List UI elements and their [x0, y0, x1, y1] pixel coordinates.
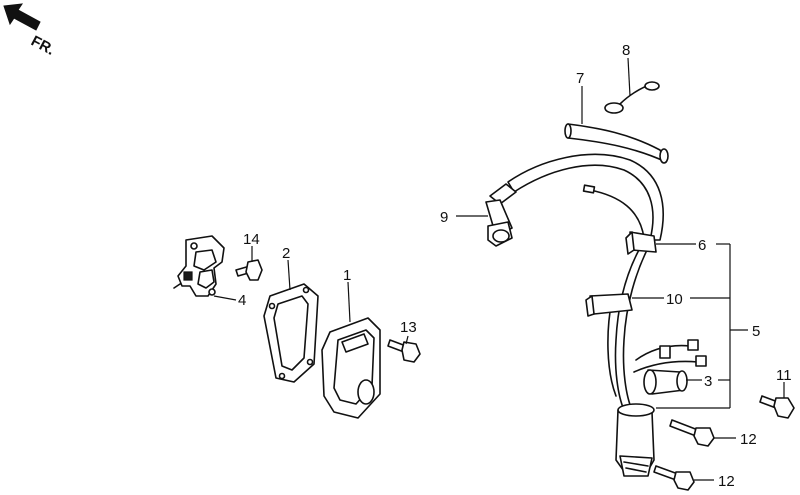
callout-13: 13 — [400, 319, 417, 336]
assembly-5-bracket-lines — [656, 243, 748, 409]
part-3-condenser — [643, 369, 688, 395]
part-6-clamp — [625, 231, 657, 255]
callout-4: 4 — [238, 292, 246, 309]
part-12-bolt-lower — [653, 465, 695, 491]
part-12-bolt-upper — [669, 419, 715, 447]
callout-5: 5 — [752, 323, 760, 340]
ignition-wiring — [507, 153, 707, 411]
callout-2: 2 — [282, 245, 290, 262]
callout-8: 8 — [622, 42, 630, 59]
part-13-bolt — [387, 339, 421, 363]
callout-11: 11 — [776, 367, 792, 384]
ignition-coil — [615, 403, 655, 477]
callout-1: 1 — [343, 267, 351, 284]
part-8-clip — [604, 81, 660, 114]
callout-14: 14 — [243, 231, 260, 248]
part-4-bracket-assembly — [173, 235, 225, 297]
callout-12a: 12 — [740, 431, 757, 448]
callout-9: 9 — [440, 209, 448, 226]
part-7-tube — [564, 123, 669, 164]
part-2-gasket — [263, 283, 319, 383]
callout-7: 7 — [576, 70, 584, 87]
part-14-bolt — [235, 259, 263, 281]
part-10-clamp — [585, 293, 633, 317]
callout-12b: 12 — [718, 473, 735, 490]
callout-10: 10 — [666, 291, 683, 308]
front-direction-indicator: FR. — [3, 3, 57, 59]
front-direction-label: FR. — [28, 33, 57, 59]
front-direction-arrow-icon — [3, 3, 41, 31]
callout-6: 6 — [698, 237, 706, 254]
part-1-cover — [321, 317, 381, 419]
part-11-bolt — [759, 395, 795, 419]
callout-3: 3 — [704, 373, 712, 390]
part-9-spark-plug-cap — [485, 183, 517, 247]
